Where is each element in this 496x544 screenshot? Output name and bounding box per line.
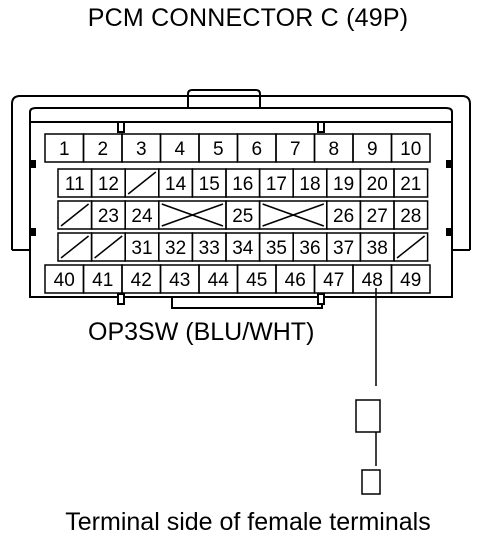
- bottom-key-right: [317, 293, 325, 305]
- terminal-cell: [393, 200, 429, 230]
- terminal-number-8: 8: [328, 139, 339, 160]
- terminal-number-11: 11: [65, 174, 85, 195]
- right-tab-upper: [446, 160, 452, 168]
- terminal-number-23: 23: [98, 206, 119, 227]
- housing-inner-outline: [29, 107, 453, 122]
- probe-connector-upper: [355, 399, 381, 433]
- left-tab-upper: [30, 160, 36, 168]
- terminal-number-14: 14: [165, 174, 187, 195]
- terminal-number-4: 4: [174, 139, 185, 160]
- terminal-number-2: 2: [97, 139, 108, 160]
- terminal-number-19: 19: [333, 174, 354, 195]
- terminal-number-26: 26: [333, 206, 354, 227]
- terminal-cell: [393, 232, 429, 262]
- unused-terminal-mark: [127, 171, 157, 195]
- terminal-number-37: 37: [333, 238, 354, 259]
- terminal-number-27: 27: [367, 206, 388, 227]
- terminal-number-49: 49: [400, 270, 421, 291]
- terminal-number-35: 35: [266, 238, 287, 259]
- bottom-latch: [171, 297, 323, 309]
- terminal-cell: [390, 133, 431, 163]
- terminal-cell: [390, 264, 431, 294]
- left-tab-lower: [30, 228, 36, 236]
- wire-label: OP3SW (BLU/WHT): [88, 318, 315, 346]
- probe-connector-lower: [361, 469, 381, 495]
- unused-terminal-mark: [161, 203, 224, 227]
- top-key-right: [317, 121, 325, 133]
- unused-terminal-mark: [262, 203, 325, 227]
- diagram-title: PCM CONNECTOR C (49P): [87, 4, 409, 32]
- top-key-left: [117, 121, 125, 133]
- unused-terminal-mark: [94, 235, 123, 259]
- terminal-number-21: 21: [400, 174, 421, 195]
- terminal-number-42: 42: [131, 270, 152, 291]
- terminal-number-15: 15: [199, 174, 220, 195]
- terminal-number-40: 40: [54, 270, 75, 291]
- terminal-number-33: 33: [199, 238, 220, 259]
- terminal-number-7: 7: [290, 139, 301, 160]
- right-tab-lower: [446, 228, 452, 236]
- terminal-number-6: 6: [251, 139, 262, 160]
- terminal-cell: [393, 168, 429, 198]
- unused-terminal-mark: [60, 203, 90, 227]
- terminal-number-12: 12: [98, 174, 119, 195]
- caption: Terminal side of female terminals: [65, 508, 431, 536]
- bottom-key-left: [117, 293, 125, 305]
- terminal-number-32: 32: [165, 238, 186, 259]
- terminal-number-18: 18: [299, 174, 320, 195]
- terminal-number-25: 25: [232, 206, 253, 227]
- terminal-cell-blank-pair: [258, 200, 328, 230]
- terminal-number-47: 47: [323, 270, 344, 291]
- housing-outline: [11, 95, 471, 250]
- terminal-number-20: 20: [367, 174, 388, 195]
- terminal-number-46: 46: [285, 270, 306, 291]
- unused-terminal-mark: [396, 235, 426, 259]
- terminal-number-31: 31: [131, 238, 152, 259]
- terminal-number-44: 44: [208, 270, 230, 291]
- terminal-number-17: 17: [266, 174, 287, 195]
- terminal-number-28: 28: [400, 206, 421, 227]
- terminal-cell-blank-pair: [158, 200, 227, 230]
- terminal-number-41: 41: [92, 270, 113, 291]
- unused-terminal-mark: [60, 235, 90, 259]
- terminal-number-10: 10: [400, 139, 421, 160]
- top-latch: [187, 89, 261, 108]
- terminal-number-24: 24: [131, 206, 153, 227]
- terminal-number-3: 3: [136, 139, 147, 160]
- terminal-number-1: 1: [59, 139, 70, 160]
- terminal-number-9: 9: [367, 139, 378, 160]
- terminal-number-34: 34: [232, 238, 254, 259]
- terminal-number-48: 48: [362, 270, 383, 291]
- terminal-number-16: 16: [232, 174, 253, 195]
- terminal-number-45: 45: [246, 270, 267, 291]
- terminal-number-5: 5: [213, 139, 224, 160]
- terminal-number-36: 36: [299, 238, 320, 259]
- terminal-number-43: 43: [169, 270, 190, 291]
- terminal-number-38: 38: [367, 238, 388, 259]
- terminal-block: [29, 121, 453, 298]
